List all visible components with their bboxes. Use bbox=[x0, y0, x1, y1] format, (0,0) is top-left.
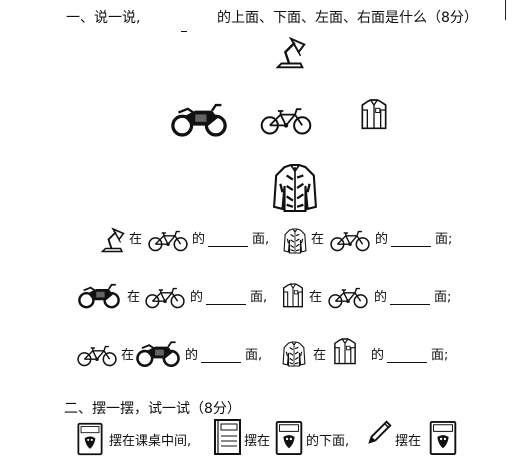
row2-a-mian: 面, bbox=[250, 290, 268, 305]
motorcycle-icon bbox=[171, 103, 227, 137]
row1-a-de: 的 bbox=[192, 232, 206, 247]
section2-title: 二、摆一摆，试一试（8分） bbox=[64, 401, 241, 417]
title-dash bbox=[181, 31, 187, 32]
row2-b-answer-blank[interactable] bbox=[390, 292, 430, 305]
row2-b-bicycle-icon bbox=[327, 285, 369, 309]
row3-a-bicycle-icon bbox=[76, 343, 118, 367]
row2-b-shirt-icon bbox=[281, 281, 305, 311]
row3-a-zai: 在 bbox=[121, 348, 135, 363]
row1-b-zai: 在 bbox=[311, 232, 325, 247]
row3-b-jacket-icon bbox=[282, 339, 306, 369]
row3-a-motorcycle-icon bbox=[136, 340, 180, 368]
right-border-line bbox=[505, 0, 506, 20]
row1-b-bicycle-icon bbox=[329, 228, 371, 252]
jacket-icon bbox=[272, 162, 318, 214]
section1-title-suffix: 的上面、下面、左面、右面是什么（8分） bbox=[217, 10, 478, 26]
desk-lamp-icon bbox=[272, 34, 310, 74]
row1-b-de: 的 bbox=[375, 232, 389, 247]
math-book-icon-3 bbox=[428, 420, 458, 456]
row3-b-mian: 面; bbox=[431, 348, 449, 363]
row2-a-de: 的 bbox=[190, 290, 204, 305]
row3-b-zai: 在 bbox=[313, 348, 327, 363]
row3-b-answer-blank[interactable] bbox=[387, 350, 427, 363]
notebook-icon bbox=[212, 418, 242, 456]
row2-a-motorcycle-icon bbox=[78, 283, 120, 309]
pencil-icon bbox=[366, 418, 394, 446]
math-book-icon-2 bbox=[274, 420, 304, 456]
row1-a-desk-lamp-icon bbox=[98, 223, 128, 259]
section2-phrase1: 摆在课桌中间, bbox=[109, 434, 192, 449]
row2-b-zai: 在 bbox=[309, 290, 323, 305]
row2-b-de: 的 bbox=[374, 290, 388, 305]
section2-phrase2: 摆在 bbox=[244, 434, 271, 449]
row2-a-answer-blank[interactable] bbox=[206, 292, 246, 305]
row2-b-mian: 面; bbox=[434, 290, 452, 305]
row1-a-answer-blank[interactable] bbox=[208, 234, 248, 247]
row1-a-mian: 面, bbox=[252, 232, 270, 247]
shirt-icon bbox=[359, 96, 389, 134]
section2-phrase3: 的下面, bbox=[306, 434, 350, 449]
row3-a-answer-blank[interactable] bbox=[201, 350, 241, 363]
row1-a-bicycle-icon bbox=[147, 228, 189, 252]
row3-b-shirt-icon bbox=[332, 336, 358, 368]
row1-b-mian: 面; bbox=[435, 232, 453, 247]
row3-a-mian: 面, bbox=[245, 348, 263, 363]
row1-a-zai: 在 bbox=[129, 232, 143, 247]
row1-b-jacket-icon bbox=[283, 226, 307, 256]
section1-title-prefix: 一、说一说, bbox=[66, 10, 141, 26]
row3-b-de: 的 bbox=[371, 348, 385, 363]
bicycle-icon bbox=[259, 104, 313, 136]
row1-b-answer-blank[interactable] bbox=[391, 234, 431, 247]
math-book-icon bbox=[75, 422, 105, 456]
row2-a-bicycle-icon bbox=[144, 285, 186, 309]
row3-a-de: 的 bbox=[185, 348, 199, 363]
section2-phrase4: 摆在 bbox=[395, 434, 422, 449]
row2-a-zai: 在 bbox=[127, 290, 141, 305]
